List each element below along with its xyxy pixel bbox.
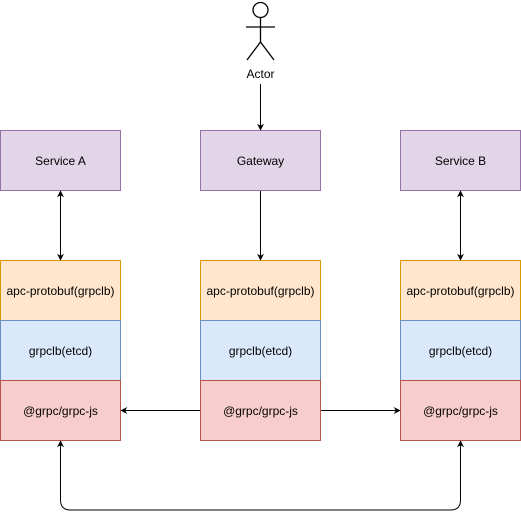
right-grpclb-box[interactable]: grpclb(etcd) <box>400 320 521 381</box>
left-protobuf-box[interactable]: apc-protobuf(grpclb) <box>0 260 121 321</box>
right-protobuf-box[interactable]: apc-protobuf(grpclb) <box>400 260 521 321</box>
middle-protobuf-label: apc-protobuf(grpclb) <box>206 284 314 298</box>
gateway-box[interactable]: Gateway <box>200 130 321 191</box>
middle-stack: apc-protobuf(grpclb) grpclb(etcd) @grpc/… <box>200 260 321 441</box>
left-grpcjs-box[interactable]: @grpc/grpc-js <box>0 380 121 441</box>
left-grpclb-label: grpclb(etcd) <box>29 344 92 358</box>
right-stack: apc-protobuf(grpclb) grpclb(etcd) @grpc/… <box>400 260 521 441</box>
actor-head <box>252 1 269 19</box>
actor-figure <box>246 1 275 61</box>
left-grpclb-box[interactable]: grpclb(etcd) <box>0 320 121 381</box>
connectors <box>57 84 464 511</box>
left-stack: apc-protobuf(grpclb) grpclb(etcd) @grpc/… <box>0 260 121 441</box>
left-to-right-grpcjs-loop-arrow <box>57 440 464 511</box>
gateway-label: Gateway <box>237 154 284 168</box>
middle-grpclb-label: grpclb(etcd) <box>229 344 292 358</box>
service-b-box[interactable]: Service B <box>400 130 521 191</box>
right-grpclb-label: grpclb(etcd) <box>429 344 492 358</box>
actor-left-leg <box>246 41 262 61</box>
left-protobuf-label: apc-protobuf(grpclb) <box>6 284 114 298</box>
right-protobuf-label: apc-protobuf(grpclb) <box>406 284 514 298</box>
actor-right-leg <box>259 41 275 61</box>
middle-protobuf-box[interactable]: apc-protobuf(grpclb) <box>200 260 321 321</box>
service-a-box[interactable]: Service A <box>0 130 121 191</box>
middle-grpcjs-box[interactable]: @grpc/grpc-js <box>200 380 321 441</box>
left-grpcjs-label: @grpc/grpc-js <box>23 404 98 418</box>
middle-grpclb-box[interactable]: grpclb(etcd) <box>200 320 321 381</box>
middle-grpcjs-label: @grpc/grpc-js <box>223 404 298 418</box>
service-a-label: Service A <box>35 154 86 168</box>
service-b-label: Service B <box>435 154 486 168</box>
right-grpcjs-box[interactable]: @grpc/grpc-js <box>400 380 521 441</box>
right-grpcjs-label: @grpc/grpc-js <box>423 404 498 418</box>
actor-label: Actor <box>246 67 274 81</box>
